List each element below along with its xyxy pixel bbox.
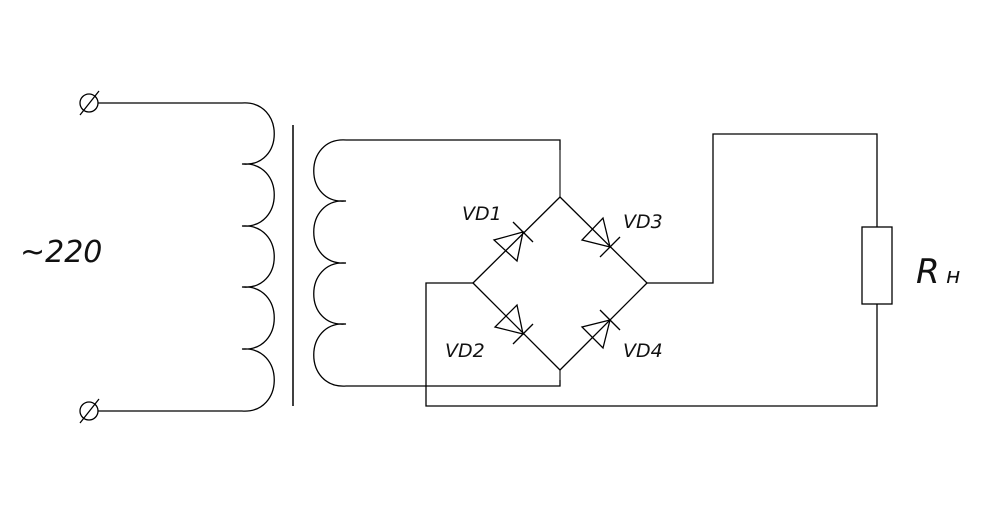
diode-triangle-icon xyxy=(493,303,524,335)
diode-bar xyxy=(599,236,621,258)
label-vd1: VD1 xyxy=(462,203,502,225)
label-vd2: VD2 xyxy=(445,340,485,362)
diode-vd2 xyxy=(493,303,534,345)
load-label-sub: н xyxy=(946,264,960,289)
diode-bar xyxy=(599,309,621,331)
diode-bar xyxy=(512,323,534,345)
wire-secondary-bottom xyxy=(346,380,561,387)
bridge-edge-right-bottom xyxy=(559,282,648,371)
label-vd3: VD3 xyxy=(623,211,663,233)
supply-voltage-label: ~220 xyxy=(20,235,102,270)
label-vd4: VD4 xyxy=(623,340,663,362)
wire-output-negative xyxy=(425,282,878,407)
terminal-slash xyxy=(79,90,100,116)
diode-vd3 xyxy=(580,216,621,258)
input-terminal-bottom xyxy=(79,398,100,424)
diode-vd1 xyxy=(492,221,534,263)
transformer-secondary-winding xyxy=(313,139,347,387)
diode-vd4 xyxy=(580,309,621,350)
diode-triangle-icon xyxy=(580,319,611,350)
diode-triangle-icon xyxy=(580,216,611,248)
wire-output-positive xyxy=(647,133,878,284)
transformer-primary-winding xyxy=(241,102,275,412)
load-label-main: R xyxy=(916,252,940,292)
wire-secondary-top xyxy=(346,139,561,150)
load-resistor xyxy=(861,226,893,305)
terminal-slash xyxy=(79,398,100,424)
bridge-edge-right-top xyxy=(559,196,648,284)
bridge-edge-left-bottom xyxy=(472,282,561,371)
bridge-edge-left-top xyxy=(472,196,561,284)
diode-bar xyxy=(512,221,534,243)
diode-triangle-icon xyxy=(492,231,524,263)
input-terminal-top xyxy=(79,90,100,116)
